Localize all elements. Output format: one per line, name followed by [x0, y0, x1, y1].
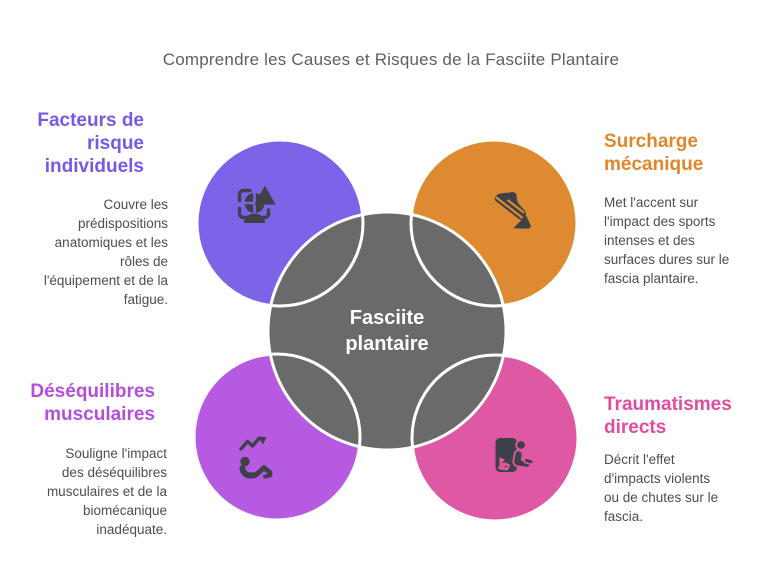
page-title: Comprendre les Causes et Risques de la F…: [162, 50, 620, 69]
shapes-anatomy-icon: [237, 185, 276, 223]
circle-outlines: [192, 138, 580, 523]
heading-muscular-imbalance: Déséquilibres musculaires: [30, 381, 155, 425]
center-circle-label: Fasciite plantaire: [345, 307, 429, 355]
description-direct-trauma: Décrit l'effet d'impacts violents ou de …: [604, 452, 719, 524]
heading-mechanical-overload: Surcharge mécanique: [604, 131, 704, 175]
description-individual-risk-factors: Couvre les prédispositions anatomiques e…: [43, 197, 168, 307]
slip-fall-icon: [495, 438, 535, 472]
circle-center-plantar-fasciitis: [268, 212, 506, 450]
running-shoe-icon: [494, 186, 531, 229]
heading-individual-risk-factors: Facteurs de risque individuels: [37, 110, 144, 177]
exercise-progress-icon: [239, 436, 273, 479]
description-muscular-imbalance: Souligne l'impact des déséquilibres musc…: [46, 446, 167, 537]
description-mechanical-overload: Met l'accent sur l'impact des sports int…: [604, 195, 730, 286]
heading-direct-trauma: Traumatismes directs: [604, 394, 732, 438]
